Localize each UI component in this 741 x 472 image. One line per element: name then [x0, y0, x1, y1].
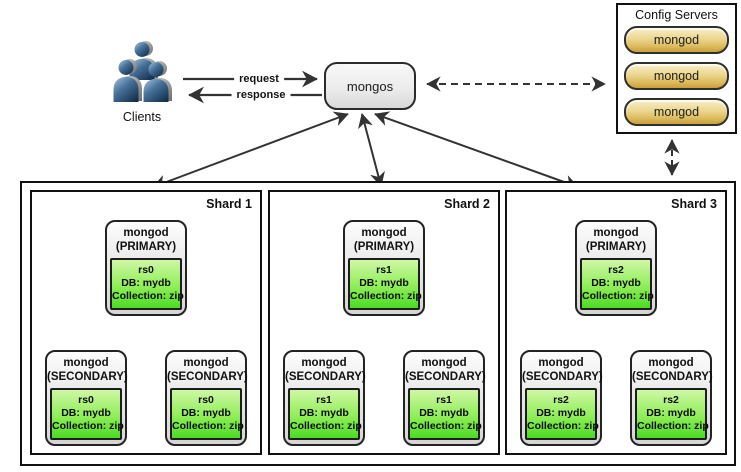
clients-group: Clients — [106, 40, 178, 124]
mongod-node-title: mongod (SECONDARY) — [632, 357, 713, 383]
config-mongod-node: mongod — [624, 62, 729, 90]
mongod-primary-node: mongod (PRIMARY) rs0 DB: mydb Collection… — [105, 220, 187, 316]
mongos-shard3-arrow — [374, 111, 579, 190]
replica-set-info: rs1 DB: mydb Collection: zip — [288, 388, 362, 440]
mongod-node-title: mongod (SECONDARY) — [285, 357, 366, 383]
mongod-node-title: mongod (SECONDARY) — [405, 357, 486, 383]
request-label: request — [234, 73, 284, 85]
mongod-secondary-node: mongod (SECONDARY) rs0 DB: mydb Collecti… — [165, 350, 248, 446]
response-label: response — [231, 89, 291, 101]
clients-label: Clients — [122, 110, 162, 124]
shard-1-panel: Shard 1 mongod (PRIMARY) rs0 DB: mydb Co… — [30, 190, 262, 455]
person-front-left — [113, 59, 142, 102]
mongos-shard1-arrow — [152, 111, 349, 190]
mongod-node-title: mongod (SECONDARY) — [522, 357, 603, 383]
shard-2-panel: Shard 2 mongod (PRIMARY) rs1 DB: mydb Co… — [268, 190, 500, 455]
mongod-node-title: mongod (PRIMARY) — [585, 227, 647, 253]
mongos-shard2-arrow — [358, 113, 385, 187]
mongod-node-title: mongod (PRIMARY) — [115, 227, 177, 253]
mongos-router: mongos — [324, 62, 416, 110]
mongod-secondary-node: mongod (SECONDARY) rs0 DB: mydb Collecti… — [45, 350, 128, 446]
replica-set-info: rs0 DB: mydb Collection: zip — [170, 388, 244, 440]
replica-set-info: rs2 DB: mydb Collection: zip — [525, 388, 599, 440]
shard-label: Shard 3 — [671, 197, 717, 211]
mongod-secondary-node: mongod (SECONDARY) rs1 DB: mydb Collecti… — [403, 350, 486, 446]
mongod-node-title: mongod (SECONDARY) — [47, 357, 128, 383]
replica-set-info: rs0 DB: mydb Collection: zip — [110, 258, 184, 310]
replica-set-info: rs0 DB: mydb Collection: zip — [50, 388, 124, 440]
shard-label: Shard 2 — [444, 197, 490, 211]
config-servers-title: Config Servers — [635, 8, 718, 22]
replica-set-info: rs2 DB: mydb Collection: zip — [635, 388, 709, 440]
people-group-icon — [113, 41, 172, 102]
mongod-secondary-node: mongod (SECONDARY) rs2 DB: mydb Collecti… — [520, 350, 603, 446]
replica-set-info: rs2 DB: mydb Collection: zip — [580, 258, 654, 310]
config-mongod-node: mongod — [624, 26, 729, 54]
shard-3-panel: Shard 3 mongod (PRIMARY) rs2 DB: mydb Co… — [505, 190, 727, 455]
person-front-right — [143, 61, 172, 102]
config-servers-list: mongod mongod mongod — [618, 26, 735, 126]
mongod-secondary-node: mongod (SECONDARY) rs1 DB: mydb Collecti… — [283, 350, 366, 446]
mongod-secondary-node: mongod (SECONDARY) rs2 DB: mydb Collecti… — [630, 350, 713, 446]
mongod-primary-node: mongod (PRIMARY) rs2 DB: mydb Collection… — [575, 220, 657, 316]
replica-set-info: rs1 DB: mydb Collection: zip — [408, 388, 482, 440]
shard-label: Shard 1 — [206, 197, 252, 211]
mongod-primary-node: mongod (PRIMARY) rs1 DB: mydb Collection… — [343, 220, 425, 316]
config-servers-panel: Config Servers mongod mongod mongod — [616, 3, 737, 134]
mongod-node-title: mongod (PRIMARY) — [353, 227, 415, 253]
mongod-node-title: mongod (SECONDARY) — [167, 357, 248, 383]
replica-set-info: rs1 DB: mydb Collection: zip — [348, 258, 422, 310]
config-mongod-node: mongod — [624, 98, 729, 126]
